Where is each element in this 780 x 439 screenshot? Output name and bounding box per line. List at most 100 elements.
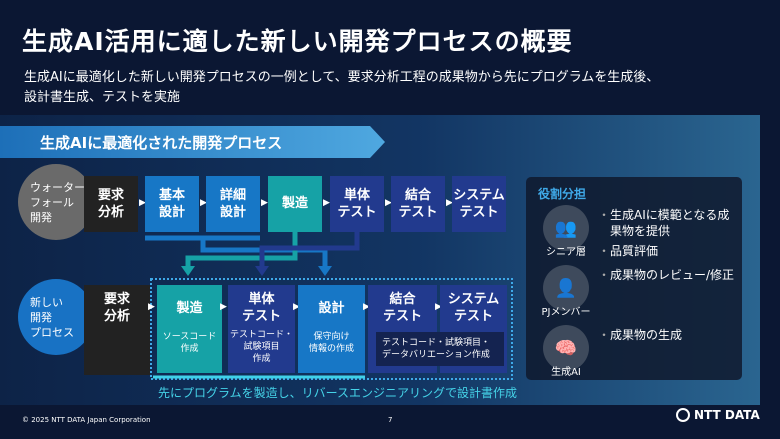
note-line: 試験項目 [243,342,280,352]
arrow-right-icon: ▶ [139,198,146,208]
arrow-right-icon: ▶ [200,198,207,208]
bullet-text: 生成AIに模範となる成果物を提供 [610,208,730,238]
subtitle-line: 設計書生成、テストを実施 [24,90,181,105]
step-note: テストコード・試験項目作成 [230,329,293,365]
page-number: 7 [388,416,393,424]
arrow-right-icon: ▶ [261,198,268,208]
note-line: 作成 [180,344,199,354]
label-line: 新しい [30,295,63,309]
new-process-step: 設計保守向け情報の作成 [298,285,365,373]
step-label: 詳細 [219,188,246,203]
arrow-right-icon: ▶ [363,302,370,312]
brain-icon: 🧠 [543,325,589,371]
step-label: 結合 [389,292,416,307]
roles-panel: 役割分担 👥シニア層・生成AIに模範となる成果物を提供・品質評価👤PJメンバー・… [526,177,742,380]
role-label: 生成AI [551,367,581,378]
waterfall-step: 詳細設計 [206,176,260,232]
step-label: 基本 [158,188,185,203]
note-line: テストコード・試験項目・ [382,338,491,348]
waterfall-step: 単体テスト [330,176,384,232]
waterfall-step: 要求分析 [84,176,138,232]
roles-heading: 役割分担 [538,187,587,201]
step-label: テスト [241,309,281,324]
waterfall-step: 基本設計 [145,176,199,232]
step-label: 設計 [318,301,345,316]
subtitle-line: 生成AIに最適化した新しい開発プロセスの一例として、要求分析工程の成果物から先に… [24,70,660,85]
design-arrow [145,235,328,268]
role-2: 🧠生成AI [531,325,601,378]
bullet: ・生成AIに模範となる成果物を提供 [598,208,730,238]
step-label: テスト [398,205,438,220]
arrow-right-icon: ▶ [446,198,453,208]
step-label: 結合 [404,188,431,203]
step-label: 単体 [248,292,275,307]
subtitle: 生成AIに最適化した新しい開発プロセスの一例として、要求分析工程の成果物から先に… [24,68,764,108]
role-label: シニア層 [546,247,586,258]
waterfall-step: 製造 [268,176,322,232]
logo-text: NTT DATA [694,408,760,422]
bullet-text: 品質評価 [610,244,659,258]
step-note: 保守向け情報の作成 [309,331,354,355]
label-line: フォール [30,195,74,209]
bullet: ・成果物のレビュー/修正 [598,268,735,282]
note-line: データバリエーション作成 [382,350,490,360]
step-label: テスト [459,205,499,220]
step-label: システム [447,292,500,307]
arrow-right-icon: ▶ [293,302,300,312]
person-icon: 👤 [543,265,589,311]
role-label: PJメンバー [541,307,591,318]
step-label: 設計 [219,205,246,220]
step-label: 製造 [281,196,308,211]
step-label: テスト [453,309,493,324]
label-line: 開発 [30,310,52,324]
label-line: 開発 [30,210,52,224]
step-label: 要求 [97,188,124,203]
logo-icon [676,408,690,422]
step-label: 設計 [158,205,185,220]
step-label: 製造 [176,301,203,316]
waterfall-step: 結合テスト [391,176,445,232]
bullet-text: 成果物の生成 [610,328,683,342]
step-label: 単体 [343,188,370,203]
arrow-right-icon: ▶ [220,302,227,312]
new-process-step: 要求分析 [84,285,150,375]
note-line: ソースコード [162,332,217,342]
waterfall-label: ウォーターフォール開発 [18,164,94,240]
page-title: 生成AI活用に適した新しい開発プロセスの概要 [22,27,573,56]
step-label: 要求 [103,292,130,307]
bullet: ・成果物の生成 [598,328,683,342]
step-label: 分析 [103,309,130,324]
arrow-right-icon: ▶ [323,198,330,208]
note-line: 情報の作成 [308,344,354,354]
note-line: テストコード・ [229,330,293,340]
people-group-icon: 👥 [543,205,589,251]
ntt-data-logo: NTT DATA [676,408,760,422]
step-label: テスト [337,205,377,220]
role-bullets: ・生成AIに模範となる成果物を提供・品質評価 [598,207,738,263]
note-line: 作成 [252,354,271,364]
arrow-right-icon: ▶ [385,198,392,208]
label-line: ウォーター [30,180,85,194]
bullet-text: 成果物のレビュー/修正 [610,268,735,282]
process-caption: 先にプログラムを製造し、リバースエンジニアリングで設計書作成 [158,386,518,400]
role-0: 👥シニア層 [531,205,601,258]
new-process-step: 製造ソースコード作成 [157,285,222,373]
role-bullets: ・成果物のレビュー/修正 [598,267,738,287]
shared-note: テストコード・試験項目・データバリエーション作成 [376,332,504,366]
role-bullets: ・成果物の生成 [598,327,738,347]
step-label: テスト [382,309,422,324]
label-line: プロセス [30,325,74,339]
note-line: 保守向け [313,332,350,342]
section-banner: 生成AIに最適化された開発プロセス [0,126,385,158]
build-arrow [185,232,298,268]
arrow-right-icon: ▶ [148,302,155,312]
step-label: 分析 [97,205,124,220]
copyright: © 2025 NTT DATA Japan Corporation [22,416,151,424]
bullet: ・品質評価 [598,244,659,258]
role-1: 👤PJメンバー [531,265,601,318]
arrow-right-icon: ▶ [435,302,442,312]
new-process-label: 新しい開発プロセス [18,279,94,355]
unit-test-arrow [259,232,360,268]
step-label: システム [453,188,505,203]
new-process-step: 単体テストテストコード・試験項目作成 [228,285,295,373]
